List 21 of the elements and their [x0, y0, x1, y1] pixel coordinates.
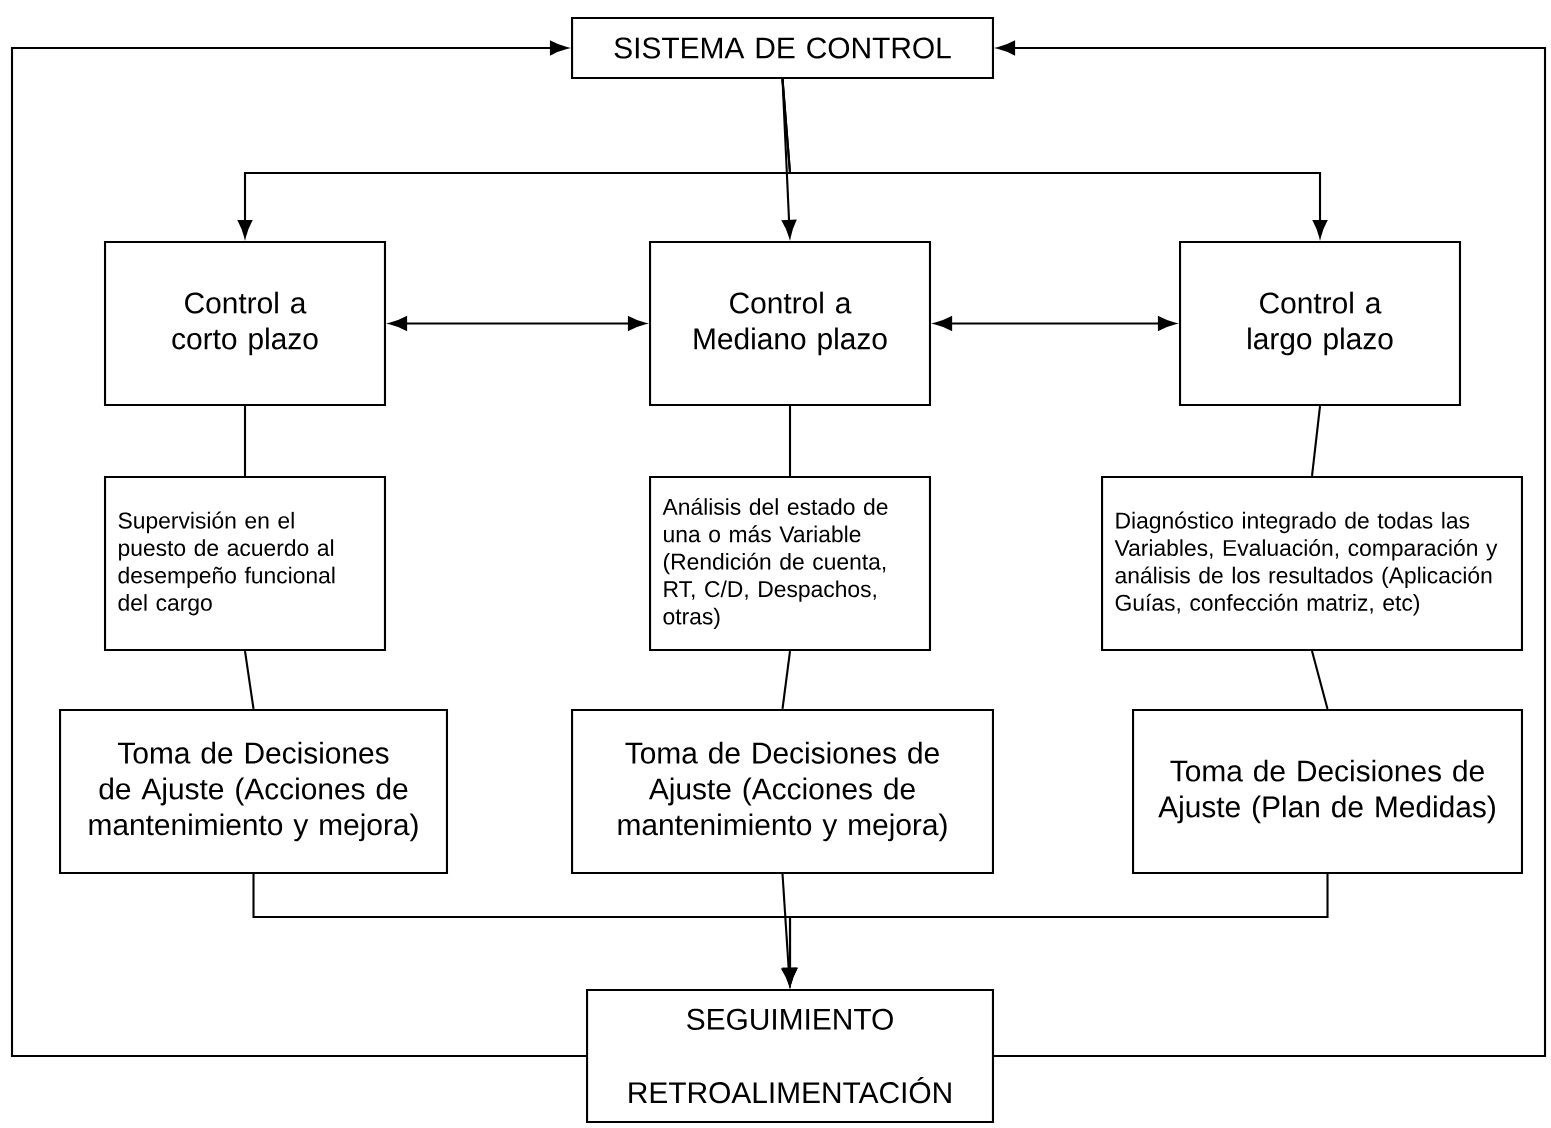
connector-line	[788, 406, 792, 476]
process-box: Control a Mediano plazo	[649, 240, 932, 407]
process-box: Supervisión en el puesto de acuerdo al desempeño funcional del cargo	[103, 475, 387, 652]
process-box: Control a corto plazo	[103, 240, 387, 407]
process-box: SEGUIMIENTO RETROALIMENTACIÓN	[586, 988, 995, 1124]
connector-line	[243, 650, 255, 710]
connector-line	[243, 406, 247, 476]
process-box: Toma de Decisiones de Ajuste (Plan de Medidas)	[1132, 708, 1524, 875]
feedback-arrow	[10, 40, 586, 1058]
connector-line	[781, 650, 792, 710]
process-box: Control a largo plazo	[1179, 240, 1462, 407]
connector-line	[1310, 405, 1322, 477]
process-box: Toma de Decisiones de Ajuste (Acciones de mantenimiento y mejora)	[571, 708, 995, 875]
process-box: SISTEMA DE CONTROL	[571, 16, 995, 80]
feedback-arrow	[994, 40, 1547, 1058]
arrow	[782, 874, 1329, 986]
process-box: Toma de Decisiones de Ajuste (Acciones de mantenimiento y mejora)	[59, 708, 449, 875]
process-box: Diagnóstico integrado de todas las Variables, Evaluación, comparación y análisis de los resultados (Aplicación Guías, confección matriz, etc)	[1101, 475, 1524, 652]
process-box: Análisis del estado de una o más Variable (Rendición de cuenta, RT, C/D, Despachos, otras)	[649, 475, 932, 652]
arrow	[781, 78, 1328, 238]
connector-line	[1311, 650, 1329, 710]
